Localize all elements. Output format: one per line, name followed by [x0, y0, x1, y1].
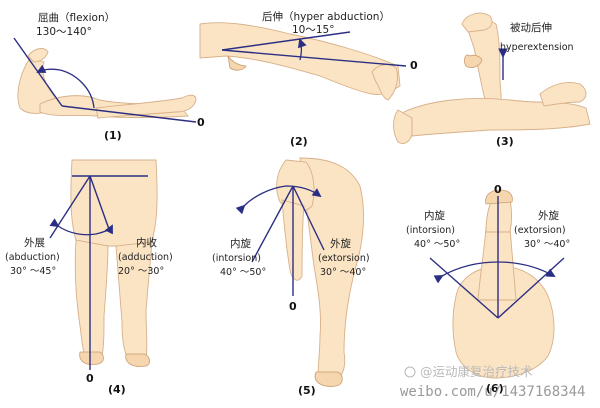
- straight-leg: [95, 94, 197, 119]
- panel-number-3: (3): [496, 135, 514, 148]
- pelvis: [70, 159, 158, 247]
- intorsion-title-5: 内旋: [230, 237, 251, 250]
- hyper-range: 10～15°: [292, 24, 334, 36]
- panel-number-2: (2): [290, 135, 308, 148]
- intorsion-range-5: 40° ～50°: [220, 267, 266, 278]
- lying-trunk: [401, 98, 591, 137]
- panel-flexion: 屈曲（flexion） 130～140° 0 (1): [13, 12, 205, 142]
- abduction-zero: 0: [86, 372, 94, 385]
- extorsion-title-6: 外旋: [538, 209, 559, 222]
- adduction-range: 20° ～30°: [118, 266, 164, 277]
- lower-foot: [393, 109, 413, 145]
- flexion-title: 屈曲（flexion）: [38, 12, 115, 24]
- panel-passive-hyperextension: 被动后伸 hyperextension (3): [393, 12, 591, 148]
- panel-number-1: (1): [104, 129, 122, 142]
- left-leg: [74, 239, 109, 357]
- abduction-range: 30° ～45°: [10, 266, 56, 277]
- extorsion-range-5: 30° ～40°: [320, 267, 366, 278]
- rotation-arc-standing: [235, 185, 322, 215]
- flexion-zero: 0: [197, 116, 205, 129]
- left-foot: [79, 351, 104, 365]
- watermark: @运动康复治疗技术 weibo.com/u/1437168344: [400, 364, 585, 400]
- passive-title: 被动后伸: [510, 21, 552, 34]
- abduction-sub: (abduction): [5, 252, 60, 263]
- rotation-zero-6: 0: [494, 183, 502, 196]
- extorsion-sub-6: (extorsion): [514, 225, 566, 236]
- passive-subtitle: hyperextension: [500, 42, 574, 53]
- extorsion-axis-6: [497, 257, 565, 319]
- panel-rotation-supine: 0 内旋 (intorsion) 40° ～50° 外旋 (extorsion)…: [406, 183, 570, 395]
- intorsion-sub-6: (intorsion): [406, 225, 455, 236]
- rotation-zero-5: 0: [289, 300, 297, 313]
- flexed-shin: [485, 199, 512, 233]
- panel-number-5: (5): [298, 384, 316, 397]
- panel-rotation-standing: 内旋 (intorsion) 40° ～50° 外旋 (extorsion) 3…: [212, 157, 370, 397]
- flexed-thigh: [477, 227, 517, 301]
- examiner-arm: [539, 82, 587, 107]
- intorsion-range-6: 40° ～50°: [414, 239, 460, 250]
- extorsion-sub-5: (extorsion): [318, 253, 370, 264]
- flexion-axis-neutral: [61, 105, 197, 123]
- supporting-hand: [463, 54, 483, 68]
- adduction-title: 内收: [136, 236, 157, 249]
- abduction-arc: [49, 218, 113, 236]
- hyper-axis-raised: [221, 31, 351, 51]
- watermark-url: weibo.com/u/1437168344: [400, 384, 585, 400]
- abduction-title: 外展: [24, 237, 45, 249]
- panel-abduction-adduction: 外展 (abduction) 30° ～45° 内收 (adduction) 2…: [5, 159, 173, 396]
- panel-number-6: (6): [486, 382, 504, 395]
- hyper-title: 后伸（hyper abduction）: [262, 11, 390, 23]
- lifted-foot: [461, 12, 493, 33]
- watermark-handle: @运动康复治疗技术: [420, 364, 533, 379]
- standing-foot: [314, 371, 343, 387]
- intorsion-title-6: 内旋: [424, 209, 445, 222]
- intorsion-sub-5: (intorsion): [212, 253, 261, 264]
- hyper-axis-neutral: [221, 49, 407, 67]
- flexion-range: 130～140°: [36, 26, 92, 38]
- right-foot: [125, 353, 150, 367]
- panel-hyperextension-active: 后伸（hyper abduction） 10～15° 0 (2): [199, 11, 418, 148]
- adduction-sub: (adduction): [118, 252, 173, 263]
- weibo-logo-icon: [404, 366, 416, 378]
- extorsion-range-6: 30° ～40°: [524, 239, 570, 250]
- intorsion-axis-6: [429, 257, 499, 319]
- rotation-arc-supine: [433, 261, 556, 284]
- flexion-arc: [36, 64, 95, 109]
- extorsion-title-5: 外旋: [330, 237, 351, 250]
- hyper-arc: [297, 38, 307, 61]
- foot-raised: [27, 48, 49, 63]
- flexed-foot: [485, 189, 513, 205]
- prone-leg-crease: [227, 55, 247, 71]
- hyper-zero: 0: [410, 59, 418, 72]
- panel-number-4: (4): [108, 383, 126, 396]
